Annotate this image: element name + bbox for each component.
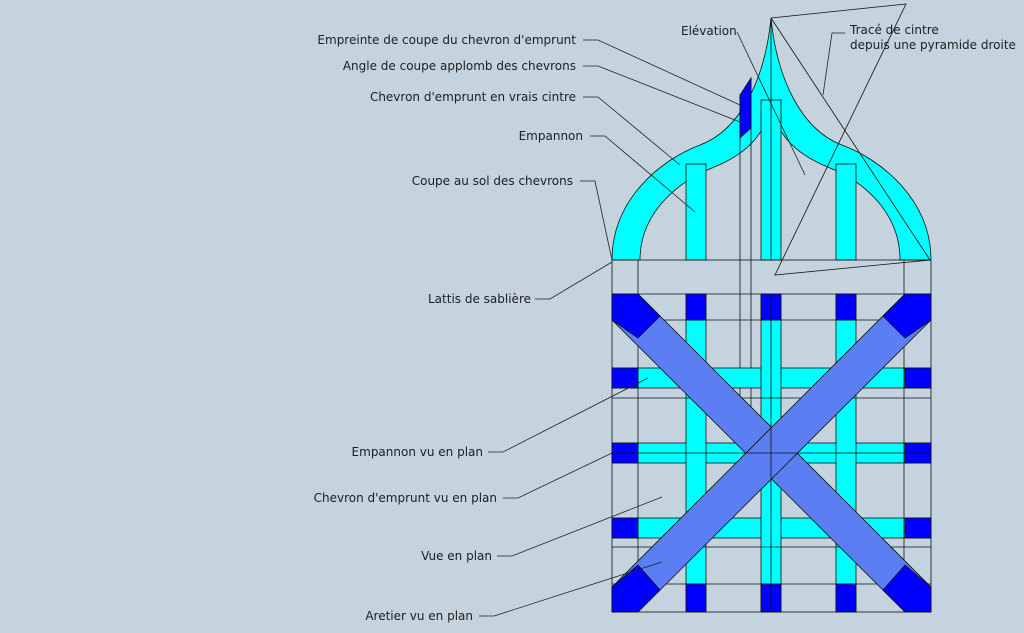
- ogee-rafter-band: [611, 17, 932, 261]
- label-empannon-plan: Empannon vu en plan: [352, 445, 483, 459]
- aretier-end-tl: [611, 293, 661, 339]
- empannon-elevation-left: [685, 163, 707, 261]
- rafter-foot-blocks: [611, 293, 932, 613]
- leader-lines: [479, 31, 845, 617]
- aretier-end-tr: [882, 293, 932, 339]
- aretier-end-bl: [611, 564, 661, 613]
- label-empannon: Empannon: [519, 129, 583, 143]
- pyramid-trace: [770, 3, 931, 276]
- cut-block: [739, 76, 752, 139]
- label-angle-coupe: Angle de coupe applomb des chevrons: [343, 59, 576, 73]
- label-chevron-plan: Chevron d'emprunt vu en plan: [314, 491, 497, 505]
- label-chevron-vrais-cintre: Chevron d'emprunt en vrais cintre: [370, 90, 576, 104]
- empannon-elevation-right: [835, 163, 857, 261]
- aretier-end-br: [882, 564, 932, 613]
- label-aretier-plan: Aretier vu en plan: [365, 609, 473, 623]
- label-lattis-sabliere: Lattis de sablière: [428, 292, 531, 306]
- labels: Empreinte de coupe du chevron d'emprunt …: [314, 23, 1016, 623]
- plan-view: [611, 259, 932, 613]
- label-empreinte: Empreinte de coupe du chevron d'emprunt: [317, 33, 576, 47]
- label-elevation: Elévation: [681, 24, 737, 38]
- label-trace-line2: depuis une pyramide droite: [850, 38, 1016, 52]
- label-coupe-sol: Coupe au sol des chevrons: [412, 174, 573, 188]
- label-trace-line1: Tracé de cintre: [849, 23, 939, 37]
- elevation-view: [611, 3, 932, 455]
- label-vue-plan: Vue en plan: [421, 549, 492, 563]
